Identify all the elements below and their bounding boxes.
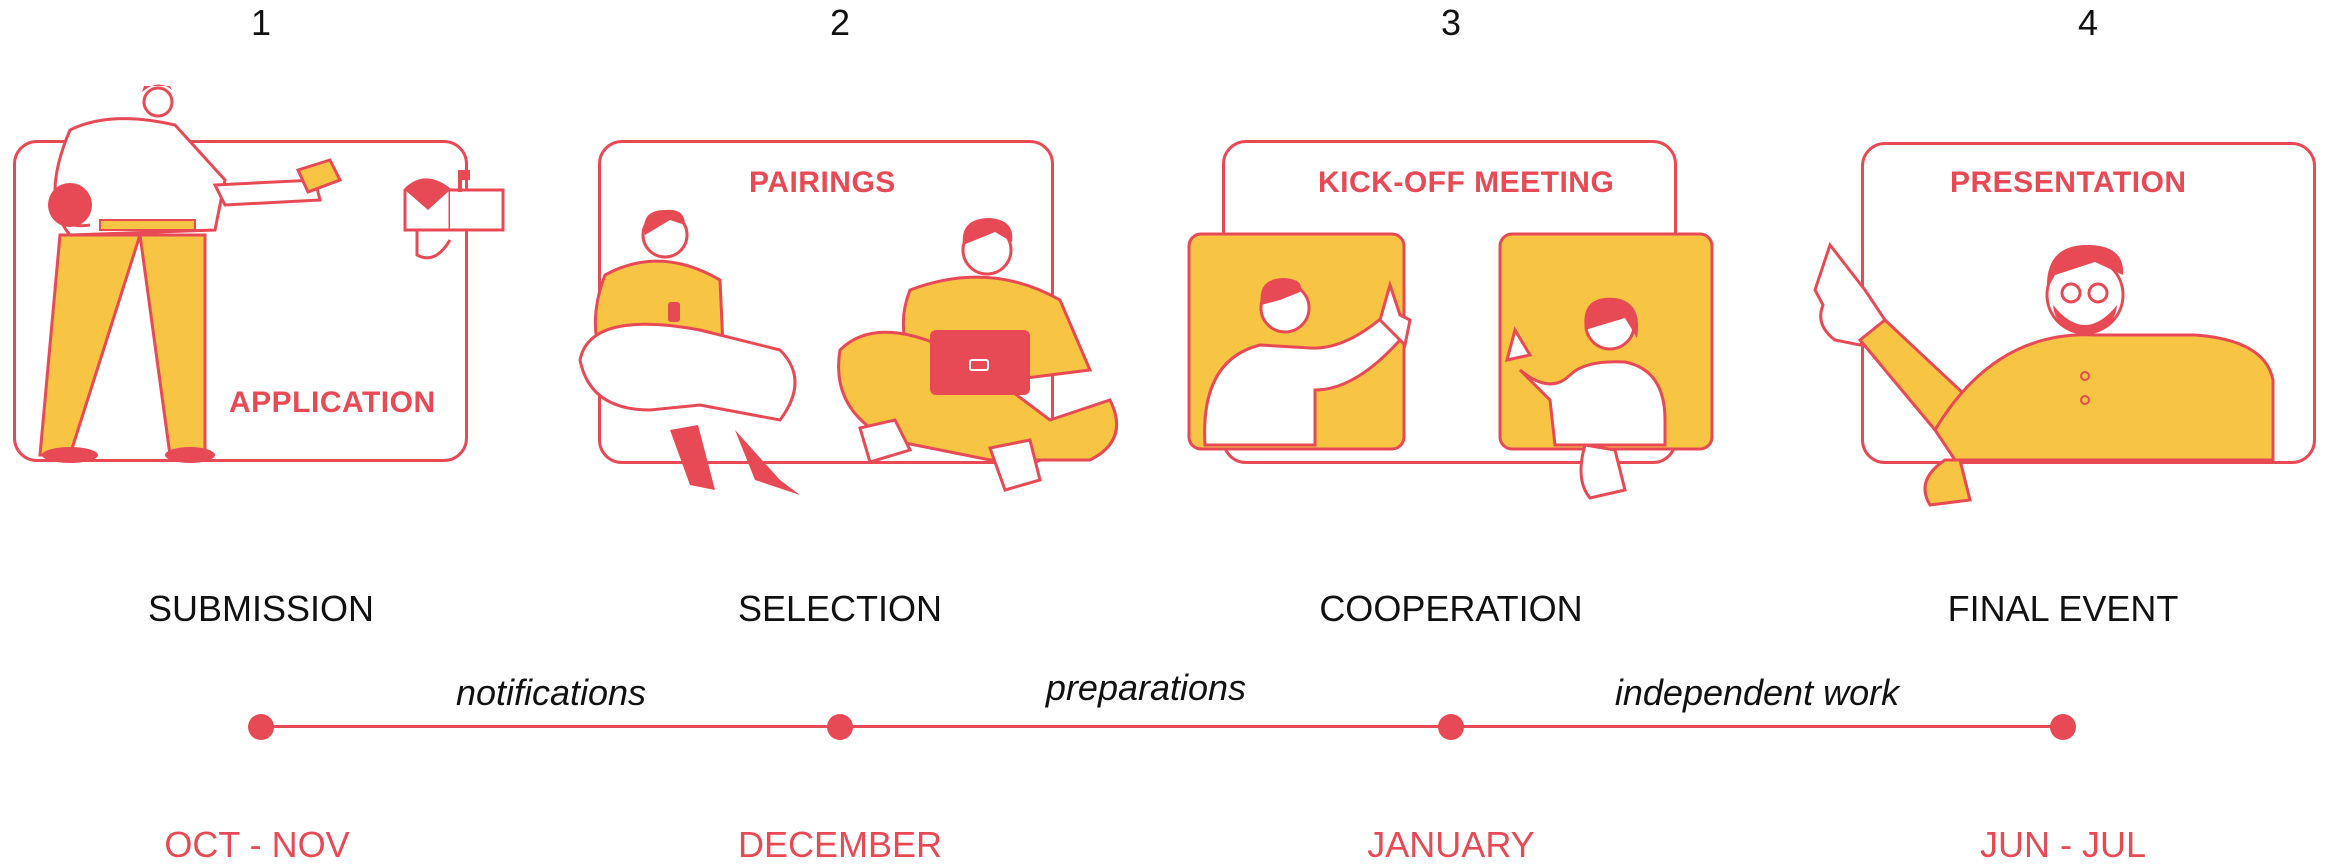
timeline-dot-3 xyxy=(1438,714,1464,740)
date-label-jun-jul: JUN - JUL xyxy=(1979,824,2146,865)
timeline-dot-2 xyxy=(827,714,853,740)
step-number-4: 4 xyxy=(2077,2,2099,43)
date-label-oct-nov: OCT - NOV xyxy=(164,824,350,865)
card-title-presentation: PRESENTATION xyxy=(1950,166,2187,199)
stage-label-submission: SUBMISSION xyxy=(147,588,375,629)
stage-label-selection: SELECTION xyxy=(737,588,943,629)
between-label-independent-work: independent work xyxy=(1614,672,1900,713)
timeline-line xyxy=(261,725,2063,728)
timeline-dot-1 xyxy=(248,714,274,740)
date-label-december: DECEMBER xyxy=(737,824,943,865)
video-call-illustration xyxy=(1187,232,1714,500)
mailman-illustration xyxy=(38,84,343,463)
between-label-notifications: notifications xyxy=(455,672,647,713)
step-number-3: 3 xyxy=(1440,2,1462,43)
mailbox-icon xyxy=(403,170,505,260)
step-number-2: 2 xyxy=(829,2,851,43)
pair-illustration xyxy=(578,209,1119,495)
step-number-1: 1 xyxy=(250,2,272,43)
timeline-dot-4 xyxy=(2050,714,2076,740)
date-label-january: JANUARY xyxy=(1367,824,1535,865)
card-title-application: APPLICATION xyxy=(229,386,436,419)
stage-label-cooperation: COOPERATION xyxy=(1319,588,1583,629)
presenter-illustration xyxy=(1813,241,2275,507)
between-label-preparations: preparations xyxy=(1045,667,1247,708)
card-title-kickoff: KICK-OFF MEETING xyxy=(1318,166,1615,199)
card-title-pairings: PAIRINGS xyxy=(749,166,896,199)
stage-label-final-event: FINAL EVENT xyxy=(1947,588,2179,629)
